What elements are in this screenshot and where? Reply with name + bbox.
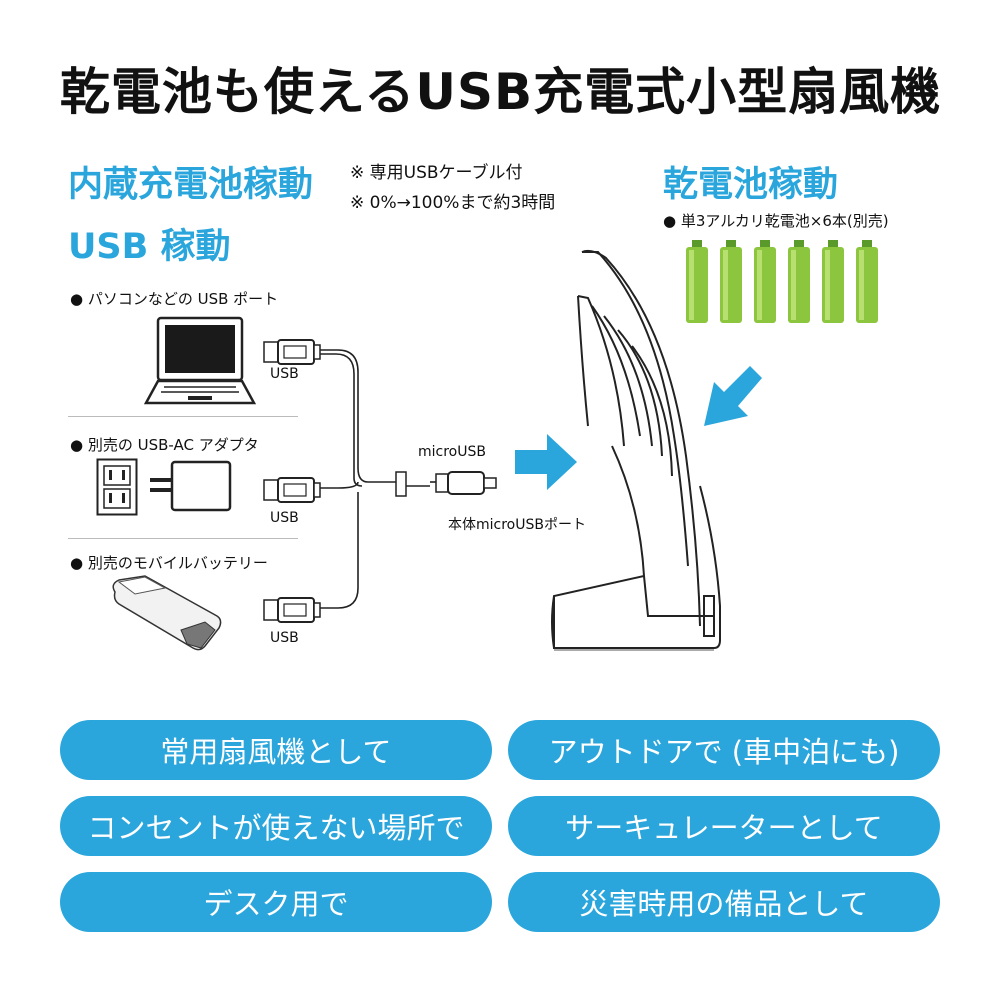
micro-usb-label: microUSB bbox=[418, 444, 486, 460]
use-case-pill: 災害時用の備品として bbox=[508, 872, 940, 932]
use-case-pill: 常用扇風機として bbox=[60, 720, 492, 780]
arrow-down-left-icon bbox=[704, 366, 762, 426]
note-charge-time: ※ 0%→100%まで約3時間 bbox=[350, 193, 556, 213]
page-title: 乾電池も使えるUSB充電式小型扇風機 bbox=[59, 63, 942, 121]
use-case-pill: コンセントが使えない場所で bbox=[60, 796, 492, 856]
heading-usb-operation: USB 稼動 bbox=[68, 227, 231, 267]
use-case-pill: サーキュレーターとして bbox=[508, 796, 940, 856]
usb-connector-label: USB bbox=[270, 510, 299, 526]
laptop-icon bbox=[143, 316, 257, 405]
divider bbox=[68, 538, 298, 539]
ac-adapter-icon bbox=[150, 460, 232, 512]
note-cable: ※ 専用USBケーブル付 bbox=[350, 163, 523, 183]
mobile-battery-icon bbox=[112, 575, 222, 651]
port-label: 本体microUSBポート bbox=[448, 517, 586, 533]
battery-note: ● 単3アルカリ乾電池×6本(別売) bbox=[663, 212, 889, 230]
heading-internal-battery: 内蔵充電池稼動 bbox=[68, 165, 314, 205]
source-label-mobile-battery: ● 別売のモバイルバッテリー bbox=[70, 554, 268, 572]
usb-connector-label: USB bbox=[270, 366, 299, 382]
source-label-pc: ● パソコンなどの USB ポート bbox=[70, 290, 279, 308]
fan-side-view bbox=[551, 249, 721, 651]
divider bbox=[68, 416, 298, 417]
usb-cable-diagram bbox=[263, 339, 497, 623]
batteries-icon bbox=[686, 240, 878, 323]
heading-dry-battery: 乾電池稼動 bbox=[663, 165, 839, 205]
source-label-ac-adapter: ● 別売の USB-AC アダプタ bbox=[70, 436, 259, 454]
wall-outlet-icon bbox=[96, 458, 138, 516]
use-case-pill: デスク用で bbox=[60, 872, 492, 932]
usb-connector-label: USB bbox=[270, 630, 299, 646]
arrow-right-icon bbox=[515, 434, 577, 490]
use-case-pill: アウトドアで (車中泊にも) bbox=[508, 720, 940, 780]
